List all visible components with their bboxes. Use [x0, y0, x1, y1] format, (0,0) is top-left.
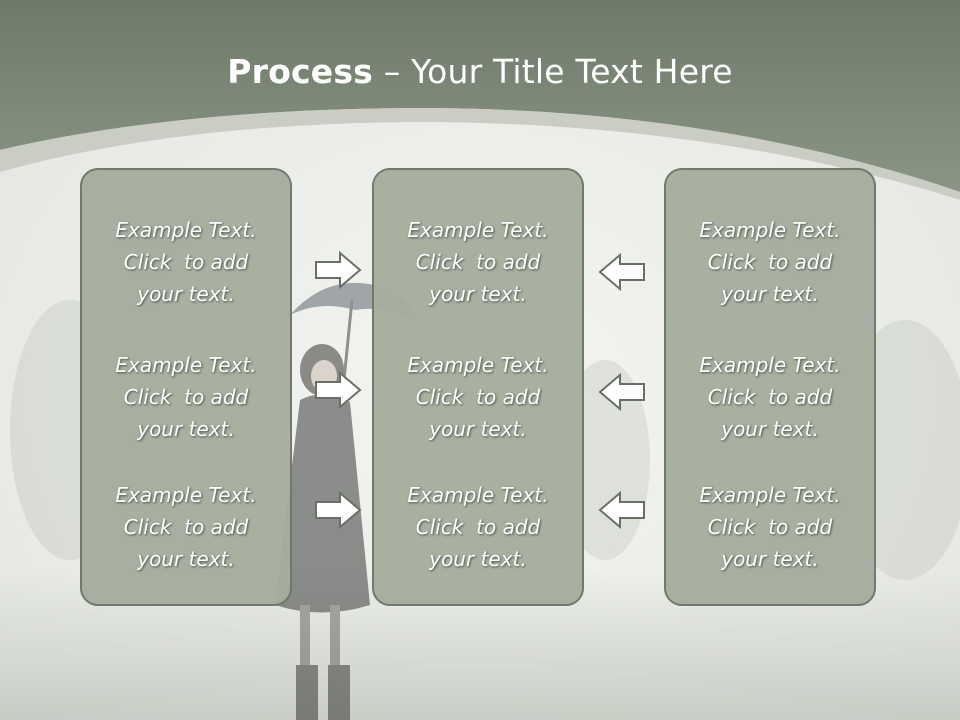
text-line: Click to add	[123, 385, 249, 409]
text-placeholder[interactable]: Example Text. Click to add your text.	[374, 349, 582, 445]
text-line: Example Text.	[115, 353, 257, 377]
text-line: Example Text.	[699, 218, 841, 242]
text-line: your text.	[429, 282, 527, 306]
text-line: your text.	[721, 417, 819, 441]
text-line: your text.	[137, 282, 235, 306]
text-line: Click to add	[123, 250, 249, 274]
text-line: Click to add	[415, 250, 541, 274]
text-placeholder[interactable]: Example Text. Click to add your text.	[374, 479, 582, 575]
text-line: Click to add	[415, 515, 541, 539]
right-arrow-icon	[315, 371, 362, 409]
text-line: Example Text.	[407, 483, 549, 507]
text-line: Click to add	[707, 250, 833, 274]
text-line: Example Text.	[699, 483, 841, 507]
right-arrow-icon	[315, 251, 362, 289]
text-line: Click to add	[415, 385, 541, 409]
text-line: Click to add	[707, 515, 833, 539]
process-box-right[interactable]: Example Text. Click to add your text. Ex…	[664, 168, 876, 606]
text-line: your text.	[137, 547, 235, 571]
process-box-left[interactable]: Example Text. Click to add your text. Ex…	[80, 168, 292, 606]
title-bold-part: Process	[227, 52, 374, 91]
text-placeholder[interactable]: Example Text. Click to add your text.	[82, 479, 290, 575]
text-placeholder[interactable]: Example Text. Click to add your text.	[374, 214, 582, 310]
text-line: your text.	[429, 547, 527, 571]
process-box-middle[interactable]: Example Text. Click to add your text. Ex…	[372, 168, 584, 606]
text-line: Example Text.	[407, 353, 549, 377]
left-arrow-icon	[598, 491, 645, 529]
text-placeholder[interactable]: Example Text. Click to add your text.	[666, 214, 874, 310]
text-line: Example Text.	[115, 483, 257, 507]
text-placeholder[interactable]: Example Text. Click to add your text.	[82, 214, 290, 310]
text-line: your text.	[721, 282, 819, 306]
text-line: Click to add	[123, 515, 249, 539]
text-line: Example Text.	[407, 218, 549, 242]
text-line: your text.	[137, 417, 235, 441]
text-line: Click to add	[707, 385, 833, 409]
text-line: your text.	[429, 417, 527, 441]
text-placeholder[interactable]: Example Text. Click to add your text.	[82, 349, 290, 445]
text-placeholder[interactable]: Example Text. Click to add your text.	[666, 479, 874, 575]
slide-title[interactable]: Process – Your Title Text Here	[0, 52, 960, 91]
left-arrow-icon	[598, 373, 645, 411]
text-line: Example Text.	[699, 353, 841, 377]
text-placeholder[interactable]: Example Text. Click to add your text.	[666, 349, 874, 445]
text-line: Example Text.	[115, 218, 257, 242]
right-arrow-icon	[315, 491, 362, 529]
header-band	[0, 0, 960, 200]
left-arrow-icon	[598, 253, 645, 291]
title-rest-part: – Your Title Text Here	[373, 52, 733, 91]
text-line: your text.	[721, 547, 819, 571]
